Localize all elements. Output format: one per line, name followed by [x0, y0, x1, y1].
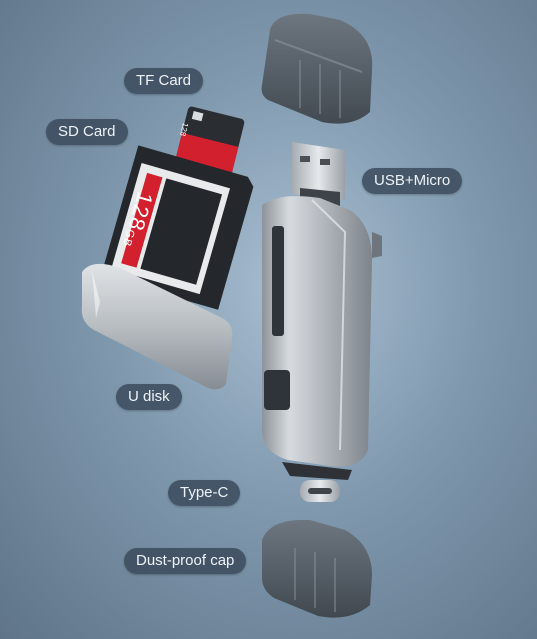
- u-disk-label: U disk: [116, 384, 182, 410]
- top-dust-cap: [261, 13, 373, 124]
- bottom-dust-cap: [262, 519, 372, 618]
- tf-card-label: TF Card: [124, 68, 204, 94]
- card-reader-body: [262, 196, 382, 467]
- sd-card-unit: GB: [120, 227, 137, 249]
- sd-card-label: SD Card: [46, 119, 128, 145]
- usb-micro-label: USB+Micro: [362, 168, 463, 194]
- type-c-connector: [282, 462, 352, 502]
- sd-card: [100, 145, 254, 310]
- dust-proof-cap-label: Dust-proof cap: [124, 548, 247, 574]
- u-disk: [81, 263, 233, 390]
- type-c-label: Type-C: [168, 480, 241, 506]
